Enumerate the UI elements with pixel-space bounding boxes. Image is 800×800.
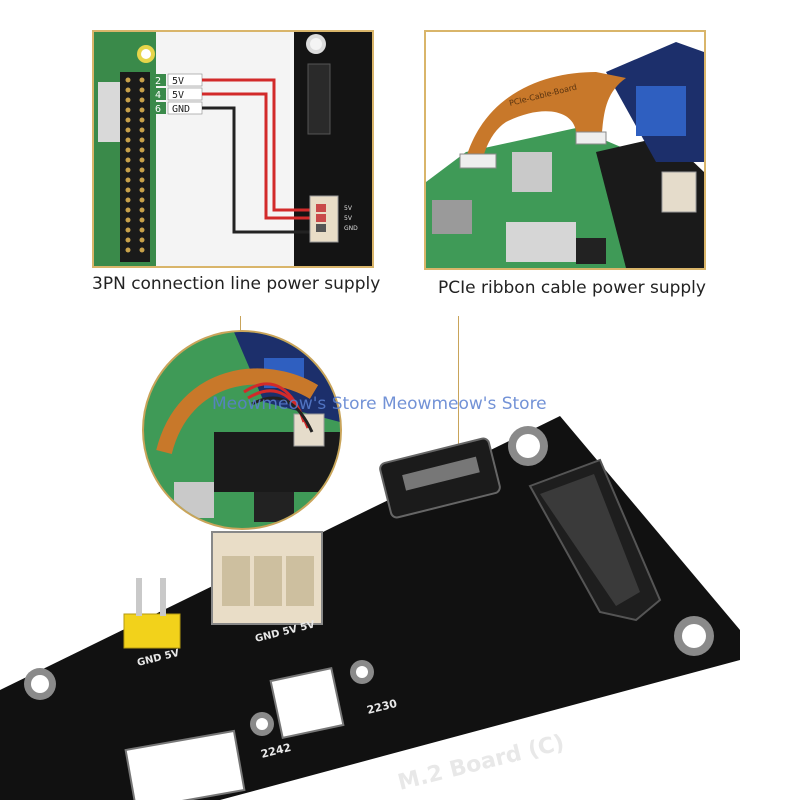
gpio-header <box>596 136 704 268</box>
left-photo-panel: 2 5V 4 5V 6 GND 5V 5V GND <box>92 30 374 268</box>
pin-label-gnd: GND <box>172 104 190 115</box>
zoom-inset <box>142 330 342 530</box>
pin-label-5v-a: 5V <box>172 76 184 87</box>
connector-label-3: GND <box>344 225 358 232</box>
pin-labels: 2 5V 4 5V 6 GND <box>152 73 203 115</box>
right-ribbon-photo: PCIe-Cable-Board <box>426 32 704 268</box>
mounting-holes <box>24 426 714 736</box>
pin-number-4: 4 <box>155 90 161 101</box>
right-caption: PCIe ribbon cable power supply <box>438 278 706 298</box>
pin-label-5v-b: 5V <box>172 90 184 101</box>
gpio-header <box>120 72 150 262</box>
yellow-power-header <box>123 613 181 649</box>
left-caption: 3PN connection line power supply <box>92 274 381 294</box>
pin-number-2: 2 <box>155 76 161 87</box>
right-photo-panel: PCIe-Cable-Board <box>424 30 706 270</box>
pointer-line-right <box>458 316 459 446</box>
board-cutout-a <box>269 667 345 739</box>
store-watermark: Meowmeow's Store Meowmeow's Store <box>212 394 547 414</box>
pin-number-6: 6 <box>155 104 161 115</box>
m2-board-photo: GND 5V 5V GND 5V 2230 2242 M.2 Board (C) <box>0 416 740 800</box>
power-wires <box>202 78 310 234</box>
pcie-ribbon-cable <box>466 72 626 162</box>
connector-label-2: 5V <box>344 215 353 222</box>
connector-label-1: 5V <box>344 205 353 212</box>
left-wiring-diagram: 2 5V 4 5V 6 GND 5V 5V GND <box>94 32 372 266</box>
